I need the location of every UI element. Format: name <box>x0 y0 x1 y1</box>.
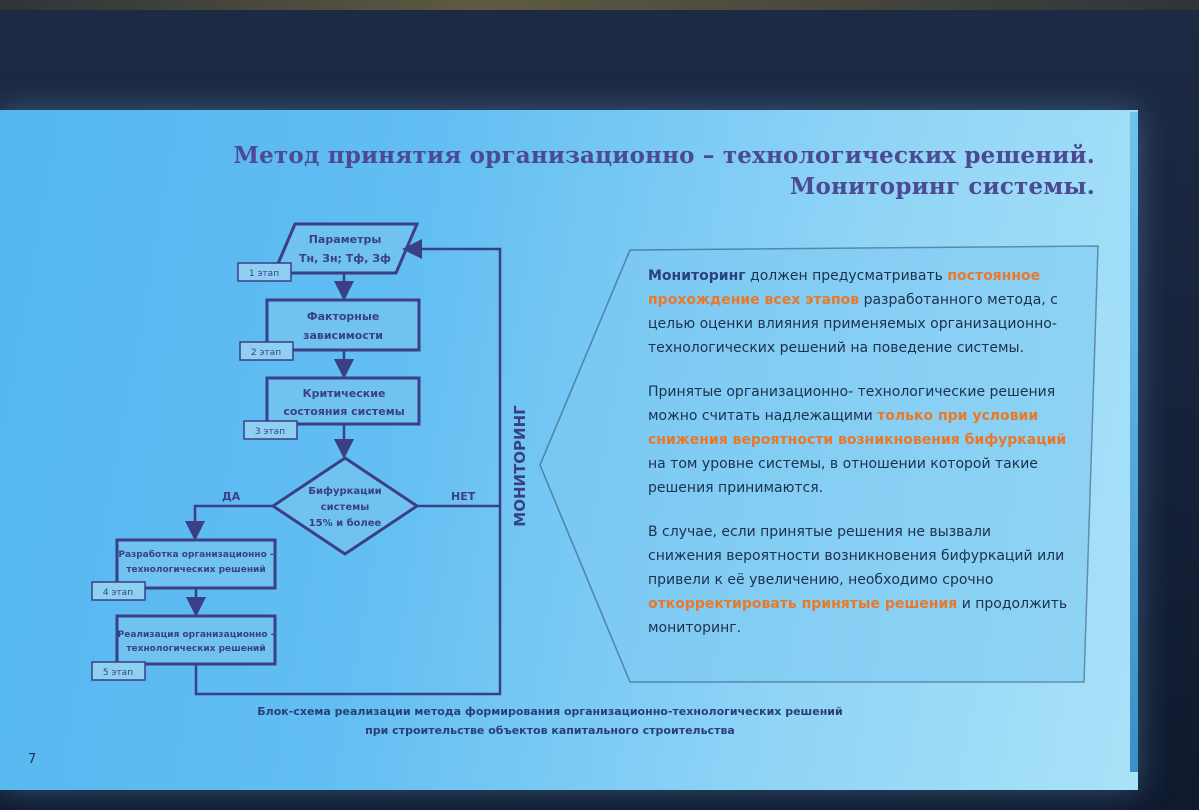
monitoring-loop <box>194 239 502 696</box>
stage-1-label: 1 этап <box>249 269 279 279</box>
stage-5-label: 5 этап <box>103 668 133 678</box>
stage-5-box <box>91 661 146 681</box>
slide-title-line2: Мониторинг системы. <box>789 173 1095 200</box>
stage-4-label: 4 этап <box>103 588 133 598</box>
room-ceiling <box>0 0 1199 10</box>
stage-4-box <box>91 581 146 601</box>
node-implement-line2: технологических решений <box>126 644 265 654</box>
node-develop-line1: Разработка организационно - <box>118 549 274 560</box>
info-text: В случае, если принятые решения не вызва… <box>648 524 1065 588</box>
node-factors-line2: зависимости <box>303 329 383 342</box>
label-monitoring: МОНИТОРИНГ <box>511 405 529 527</box>
node-implement-line1: Реализация организационно - <box>118 630 275 640</box>
node-factors-line1: Факторные <box>307 310 380 323</box>
node-parameters-line2: Тн, Зн; Тф, Зф <box>299 252 391 265</box>
stage-2-box <box>239 341 294 361</box>
stage-1-box <box>237 262 292 282</box>
monitoring-description: Мониторинг должен предусматривать постоя… <box>648 264 1068 660</box>
node-bifurcation-line3: 15% и более <box>309 517 382 529</box>
info-paragraph-1: Мониторинг должен предусматривать постоя… <box>648 264 1068 360</box>
info-text: должен предусматривать <box>745 268 948 284</box>
stage-2-label: 2 этап <box>251 348 281 358</box>
page-number: 7 <box>28 752 37 767</box>
monitoring-info-panel <box>539 245 1099 683</box>
screen-edge <box>1130 112 1138 772</box>
node-parameters-line1: Параметры <box>309 233 382 246</box>
label-yes: ДА <box>222 490 241 503</box>
caption-line2: при строительстве объектов капитального … <box>365 724 735 737</box>
node-bifurcation-line1: Бифуркации <box>308 485 381 497</box>
node-develop-line2: технологических решений <box>126 565 265 575</box>
node-implement <box>115 614 277 666</box>
info-highlight: постоянное прохождение всех этапов <box>648 268 1041 308</box>
slide-title: Метод принятия организационно – технолог… <box>233 140 1095 202</box>
info-text: на том уровне системы, в отношении котор… <box>648 456 1038 496</box>
info-text: и продолжить мониторинг. <box>648 596 1068 636</box>
node-critical-line2: состояния системы <box>283 405 404 418</box>
node-parameters <box>271 222 420 275</box>
node-critical-line1: Критические <box>303 387 386 400</box>
arrow-yes <box>185 504 273 541</box>
label-no: НЕТ <box>451 490 476 503</box>
caption-line1: Блок-схема реализации метода формировани… <box>257 705 843 718</box>
slide-title-line1: Метод принятия организационно – технолог… <box>233 142 1095 169</box>
info-paragraph-2: Принятые организационно- технологические… <box>648 380 1068 500</box>
info-paragraph-3: В случае, если принятые решения не вызва… <box>648 520 1068 640</box>
info-highlight: только при условии снижения вероятности … <box>648 408 1067 448</box>
diagram-caption: Блок-схема реализации метода формировани… <box>240 702 860 740</box>
info-highlight: откорректировать принятые решения <box>648 596 958 612</box>
node-develop <box>115 538 277 590</box>
info-text: разработанного метода, с целью оценки вл… <box>648 292 1058 356</box>
stage-3-box <box>243 420 298 440</box>
info-text: Принятые организационно- технологические… <box>648 384 1056 424</box>
node-bifurcation-line2: системы <box>321 502 370 513</box>
info-term-monitoring: Мониторинг <box>648 268 746 284</box>
stage-3-label: 3 этап <box>255 427 285 437</box>
node-bifurcation <box>270 456 420 556</box>
